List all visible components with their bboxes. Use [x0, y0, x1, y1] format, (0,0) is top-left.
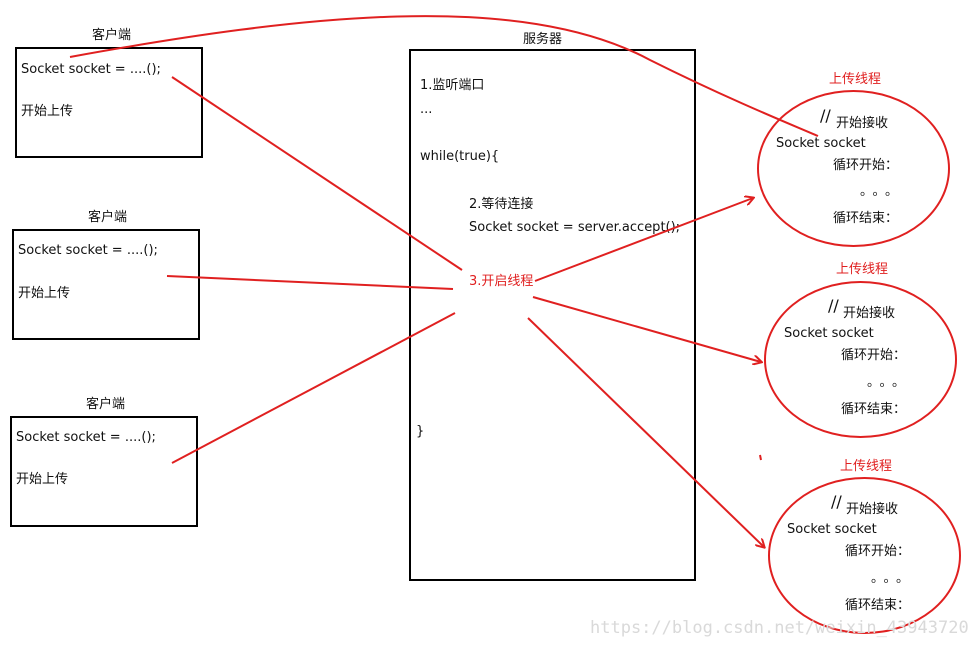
client-2-upload-line: 开始上传 [18, 286, 71, 301]
thread-2-dots: 。。。 [867, 375, 912, 390]
client-2-socket-line: Socket socket = ....(); [18, 243, 158, 258]
socket-curve-connector [69, 15, 819, 137]
client-2-box [12, 229, 200, 340]
thread-3-ellipse [768, 477, 961, 634]
thread-3-loop-start: 循环开始： [845, 544, 911, 559]
server-start-thread-line: 3.开启线程 [469, 274, 534, 289]
thread-2-comment-mark: // [828, 296, 839, 315]
server-ellipsis-line: ... [420, 102, 433, 117]
thread-2-loop-end: 循环结束： [841, 402, 907, 417]
thread-1-ellipse [757, 90, 950, 247]
thread-3-comment-mark: // [831, 492, 842, 511]
server-wait-line: 2.等待连接 [469, 197, 534, 212]
thread-3-comment-text: 开始接收 [846, 502, 899, 517]
client-3-box [10, 416, 198, 527]
thread-1-comment-text: 开始接收 [836, 116, 889, 131]
watermark: https://blog.csdn.net/weixin_43943720 [590, 618, 969, 638]
thread-1-socket: Socket socket [776, 136, 866, 151]
client-3-upload-line: 开始上传 [16, 472, 69, 487]
client-3-socket-line: Socket socket = ....(); [16, 430, 156, 445]
thread-2-comment-text: 开始接收 [843, 306, 896, 321]
thread-2-loop-start: 循环开始： [841, 348, 907, 363]
thread-1-dots: 。。。 [860, 184, 905, 199]
client-1-upload-line: 开始上传 [21, 104, 74, 119]
server-title: 服务器 [523, 32, 563, 47]
thread-2-ellipse [764, 281, 957, 438]
client-1-title: 客户端 [92, 28, 132, 43]
client-3-title: 客户端 [86, 397, 126, 412]
thread-3-title: 上传线程 [840, 459, 893, 474]
server-while-line: while(true){ [420, 149, 500, 164]
thread-1-loop-start: 循环开始： [833, 158, 899, 173]
server-box [409, 49, 696, 581]
server-accept-line: Socket socket = server.accept(); [469, 220, 681, 235]
server-listen-line: 1.监听端口 [420, 78, 485, 93]
stray-mark [759, 454, 762, 461]
client-2-title: 客户端 [88, 210, 128, 225]
thread-2-arrow [532, 296, 761, 362]
client-1-socket-line: Socket socket = ....(); [21, 62, 161, 77]
thread-1-arrow [534, 198, 753, 282]
thread-3-socket: Socket socket [787, 522, 877, 537]
client-3-connector [171, 312, 456, 464]
thread-3-arrow [527, 317, 764, 547]
thread-2-socket: Socket socket [784, 326, 874, 341]
client-1-box [15, 47, 203, 158]
thread-3-loop-end: 循环结束： [845, 598, 911, 613]
server-close-brace: } [416, 424, 425, 439]
client-2-connector [166, 275, 454, 290]
client-1-connector [171, 76, 463, 271]
thread-2-title: 上传线程 [836, 262, 889, 277]
thread-1-title: 上传线程 [829, 72, 882, 87]
thread-3-dots: 。。。 [871, 571, 916, 586]
thread-1-loop-end: 循环结束： [833, 211, 899, 226]
thread-1-comment-mark: // [820, 106, 831, 125]
